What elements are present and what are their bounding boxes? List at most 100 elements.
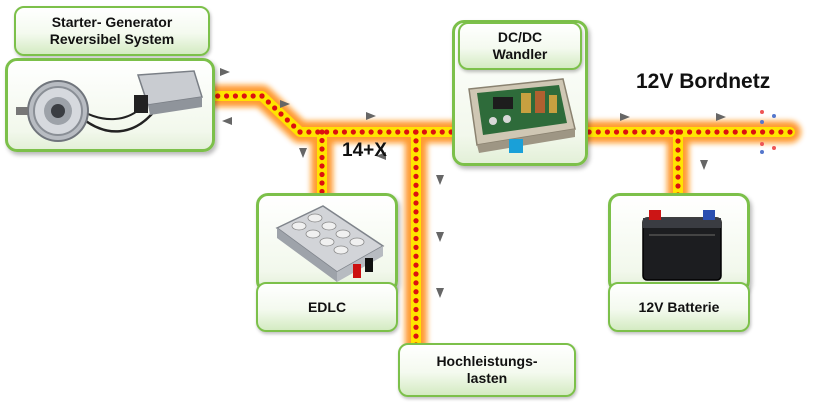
bus-dot — [241, 93, 247, 99]
bus-dot — [306, 129, 312, 135]
bus-dot — [421, 129, 428, 135]
bus-dot — [430, 129, 436, 135]
bus-dot — [632, 129, 638, 135]
bus-dot — [413, 227, 419, 233]
bus-dot — [675, 129, 681, 135]
bus-dot — [413, 298, 419, 304]
bus-dot — [675, 174, 681, 180]
starter-generator-photo — [16, 70, 203, 142]
arrow-icon — [716, 113, 726, 121]
bus-dot — [377, 129, 383, 135]
edlc-box — [256, 193, 398, 293]
bus-dot — [760, 129, 766, 135]
bus-dot — [413, 315, 419, 321]
bus-dot — [675, 183, 681, 189]
bus-dot — [278, 111, 284, 117]
bus-dot — [413, 244, 419, 250]
bus-dot — [675, 165, 681, 171]
bus-dot — [668, 129, 674, 135]
bus-dot — [659, 129, 665, 135]
bus-dot — [413, 182, 419, 188]
bus-dot — [604, 129, 610, 135]
bus-dot — [297, 129, 303, 135]
arrow-icon — [436, 288, 444, 298]
arrow-icon — [700, 160, 708, 170]
bus-dot — [413, 147, 419, 153]
bus-dot — [413, 289, 419, 295]
bus-dot — [413, 164, 419, 171]
bus-dot — [723, 129, 729, 135]
bus-dot — [641, 129, 647, 135]
arrow-icon — [222, 117, 232, 125]
bus-dot — [319, 180, 325, 186]
bus-dot — [359, 129, 365, 135]
bus-dot — [741, 129, 747, 135]
battery-photo — [642, 210, 722, 281]
bus-dot — [787, 129, 793, 135]
bus-dot — [675, 138, 681, 144]
bus-dot — [232, 93, 239, 99]
bus-dot — [250, 93, 256, 99]
bus-connector-marks — [760, 110, 776, 154]
bus-dot — [215, 93, 221, 99]
edlc-capacitor-photo — [275, 205, 385, 282]
bus-dot — [341, 129, 348, 135]
bus-dot — [404, 129, 410, 135]
battery-label: 12V Batterie — [608, 282, 750, 332]
bus-dot — [413, 200, 419, 206]
bus-dot — [413, 138, 419, 144]
high-power-loads-label: Hochleistungs- lasten — [398, 343, 576, 397]
bus-dot — [319, 129, 325, 135]
bus-dot — [413, 191, 419, 197]
bus-dot — [223, 93, 230, 99]
arrow-icon — [436, 232, 444, 242]
bus-dot — [650, 129, 656, 135]
bus-dot — [675, 156, 681, 162]
bus-dot — [714, 129, 720, 135]
bus-dot — [413, 280, 419, 286]
bus-dot — [272, 105, 278, 111]
arrow-icon — [620, 113, 630, 121]
bus-dot — [319, 154, 325, 161]
bus-dot — [319, 188, 325, 195]
bus-dot — [413, 129, 419, 135]
bus-dot — [413, 262, 419, 268]
arrow-icon — [366, 112, 376, 120]
bus-dot — [613, 129, 620, 135]
bus-dot — [413, 235, 419, 242]
bus-dot — [319, 146, 325, 152]
bus-dot — [319, 171, 325, 178]
bus-dot — [623, 129, 629, 135]
bus-dot — [705, 129, 711, 135]
bus-dot — [386, 129, 392, 135]
bus-dot — [413, 271, 419, 277]
edlc-label: EDLC — [256, 282, 398, 332]
arrow-icon — [376, 152, 386, 160]
bus-dot — [413, 173, 419, 179]
onboard-network-label: 12V Bordnetz — [636, 70, 771, 93]
bus-dot — [332, 129, 339, 135]
bus-dot — [368, 129, 374, 135]
bus-dot — [284, 117, 290, 123]
bus-dot — [675, 147, 681, 153]
bus-dot — [395, 129, 401, 135]
starter-generator-label: Starter- Generator Reversibel System — [14, 6, 210, 56]
bus-dot — [696, 129, 702, 135]
arrow-icon — [299, 148, 307, 158]
arrow-icon — [436, 175, 444, 185]
bus-dot — [439, 129, 445, 135]
bus-dot — [413, 209, 419, 215]
starter-generator-box — [5, 58, 215, 152]
dcdc-converter-photo — [468, 78, 576, 153]
bus-dot — [291, 123, 297, 129]
bus-dot — [324, 129, 330, 135]
bus-dot — [778, 129, 784, 135]
dcdc-converter-label: DC/DC Wandler — [458, 22, 582, 70]
bus-dot — [595, 129, 601, 135]
bus-dot — [732, 129, 738, 135]
bus-dot — [769, 129, 775, 135]
bus-dot — [413, 218, 419, 224]
bus-dot — [686, 129, 693, 135]
bus-dot — [259, 93, 265, 99]
